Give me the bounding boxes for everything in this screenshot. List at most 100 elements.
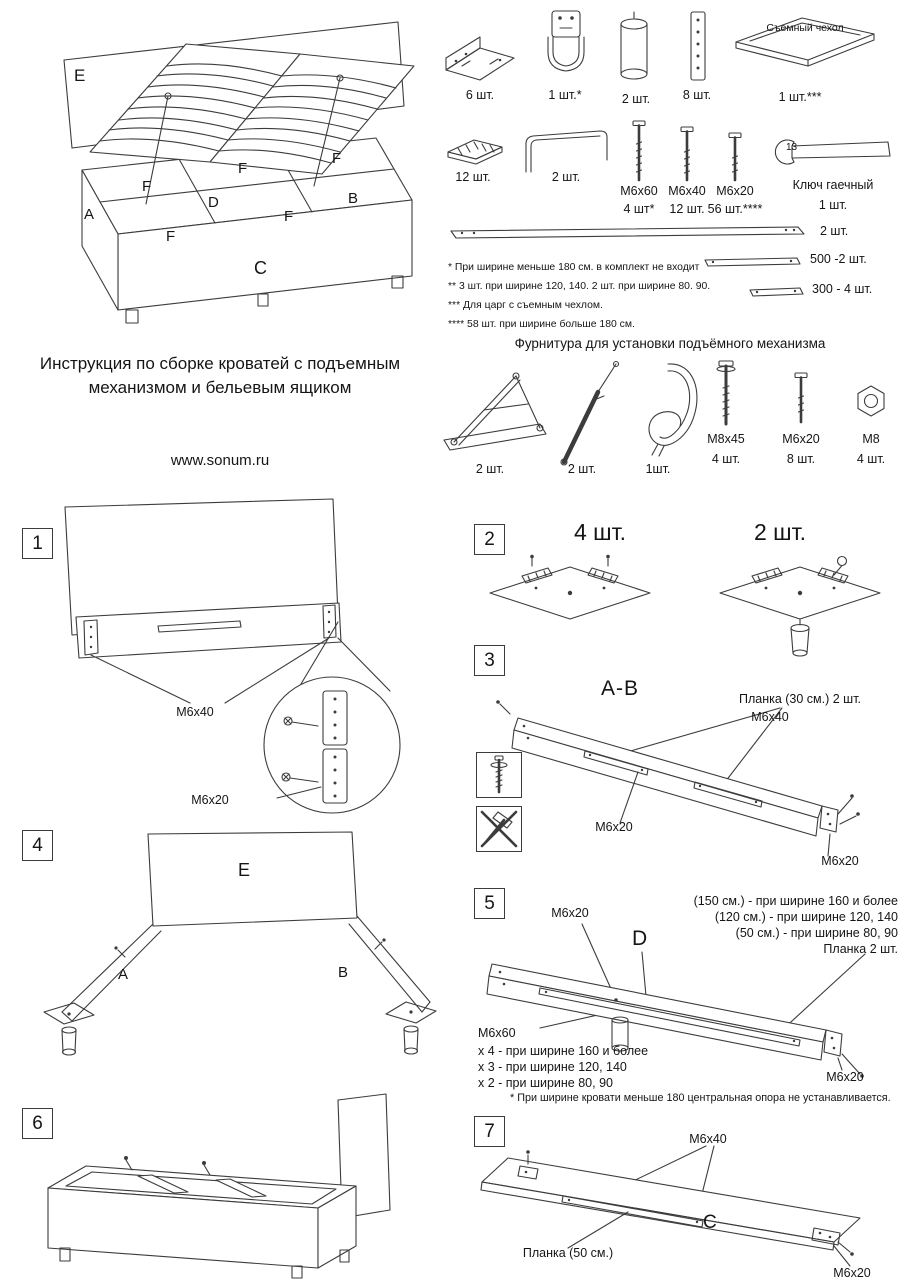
part-qty: 8 шт. xyxy=(682,88,712,102)
step-3-figure: A-B Планка (30 см.) 2 шт. М6х40 М6х20 М6… xyxy=(470,648,900,883)
step-1-figure: М6х40 М6х20 xyxy=(40,495,440,825)
bar-qty: 500 -2 шт. xyxy=(810,252,867,266)
step-6-number: 6 xyxy=(22,1108,53,1139)
left-corner-leg-shape xyxy=(43,1002,95,1056)
footnote: ** 3 шт. при ширине 120, 140. 2 шт. при … xyxy=(448,281,711,292)
step4-label-b: B xyxy=(338,964,349,981)
wrench-size-label: 13 xyxy=(786,142,798,153)
step3-bolt-plank-label: М6х40 xyxy=(751,710,789,724)
overview-label-f: F xyxy=(166,228,176,245)
left-side-rail-shape xyxy=(61,923,162,1022)
cylinder-leg-icon xyxy=(620,11,648,80)
step5-note-150: (150 см.) - при ширине 160 и более xyxy=(693,894,898,908)
corner-assembly-without-leg xyxy=(489,554,651,620)
bolt-label: М6х20 xyxy=(782,432,820,446)
no-hammer-iconbox xyxy=(476,806,522,852)
rail-end-bracket-shape xyxy=(823,1029,864,1078)
center-leg-shape xyxy=(611,1016,629,1052)
document-title: Инструкция по сборке кроватей с подъемны… xyxy=(39,354,401,397)
step-number-text: 4 xyxy=(32,834,43,856)
headboard-panel-shape xyxy=(147,831,358,927)
bar-qty: 2 шт. xyxy=(820,224,849,238)
step-7-drawing xyxy=(480,1145,861,1267)
cover-label: Съемный чехол xyxy=(766,22,844,34)
step5-bolt60-x4: х 4 - при ширине 160 и более xyxy=(478,1044,649,1058)
step-4-drawing xyxy=(43,831,437,1056)
step2-qty-right: 2 шт. xyxy=(753,519,807,545)
rail-end-bracket-shape xyxy=(819,794,860,833)
bed-overview-drawing xyxy=(63,21,415,324)
footnote: **** 58 шт. при ширине больше 180 см. xyxy=(448,319,635,330)
step5-note-plank: Планка 2 шт. xyxy=(823,942,898,956)
step3-bolt-end-label: М6х20 xyxy=(821,854,859,868)
right-side-rail-shape xyxy=(348,915,431,1013)
parts-row-1: 6 шт. 1 шт.* 2 шт. 8 шт. xyxy=(440,2,898,114)
step-2-drawing xyxy=(489,554,881,657)
corner-assembly-with-leg xyxy=(719,555,881,657)
bolt-qty: 56 шт.**** xyxy=(707,202,763,216)
step-5-drawing xyxy=(486,923,866,1078)
lift-strut-shapes xyxy=(145,74,344,205)
bottom-panel-shape xyxy=(480,1150,861,1251)
overview-label-f: F xyxy=(142,178,152,195)
hook-bracket-icon xyxy=(547,10,585,72)
box-frame-shape xyxy=(47,1165,357,1279)
step5-note-120: (120 см.) - при ширине 120, 140 xyxy=(714,910,898,924)
step7-label-c: C xyxy=(703,1212,717,1233)
overview-label-f: F xyxy=(284,208,294,225)
step-number-text: 2 xyxy=(484,528,495,550)
step-2-number: 2 xyxy=(474,524,505,555)
overview-label-c: C xyxy=(254,258,267,278)
hardware-title: Фурнитура для установки подъёмного механ… xyxy=(514,336,826,351)
hardware-row: 2 шт. 2 шт. 1шт. М8х45 4 шт. М6 xyxy=(440,354,900,486)
step-number-text: 7 xyxy=(484,1120,495,1142)
step5-note-50: (50 см.) - при ширине 80, 90 xyxy=(735,926,898,940)
overview-label-e: E xyxy=(74,66,86,85)
bars-block: 2 шт. 500 -2 шт. 300 - 4 шт. xyxy=(448,224,900,304)
step5-bolt60-label: М6х60 xyxy=(478,1026,516,1040)
bar-qty: 300 - 4 шт. xyxy=(812,282,873,296)
step3-plank-label: Планка (30 см.) 2 шт. xyxy=(738,692,862,706)
bolt-m6x20-icon xyxy=(794,372,808,424)
step-4-number: 4 xyxy=(22,830,53,861)
bolt-m6x40-icon xyxy=(680,126,694,182)
nut-qty: 4 шт. xyxy=(856,452,886,466)
step2-qty-left: 4 шт. xyxy=(573,519,627,545)
step-number-text: 6 xyxy=(32,1112,43,1134)
step-1-drawing xyxy=(64,498,401,814)
overview-label-f: F xyxy=(332,150,342,167)
parts-row-2: 12 шт. 2 шт. М6х60 4 шт* М6х40 12 шт. М6… xyxy=(440,118,898,222)
bolt-m6x60-icon xyxy=(632,120,646,182)
overview-label-b: B xyxy=(348,190,359,207)
step7-bolt-top-label: М6х40 xyxy=(689,1132,727,1146)
part-qty: 2 шт. xyxy=(551,170,581,184)
bolt-label: М6х60 xyxy=(620,184,658,198)
step-5-figure: (150 см.) - при ширине 160 и более (120 … xyxy=(470,880,900,1095)
bolt-m8x45-icon xyxy=(716,360,736,426)
confirmat-screw-icon xyxy=(490,755,508,794)
step5-footnote: * При ширине кровати меньше 180 централь… xyxy=(510,1092,891,1104)
step-7-number: 7 xyxy=(474,1116,505,1147)
cross-bar-shapes xyxy=(124,1156,267,1198)
nut-label: М8 xyxy=(862,432,880,446)
step-number-text: 5 xyxy=(484,892,495,914)
step5-bolt60-x2: х 2 - при ширине 80, 90 xyxy=(478,1076,613,1090)
overview-label-d: D xyxy=(208,194,219,211)
step5-label-d: D xyxy=(632,927,648,950)
step5-bolt-end-label: М6х20 xyxy=(826,1070,864,1084)
step-number-text: 3 xyxy=(484,649,495,671)
step-6-figure xyxy=(20,1092,450,1279)
gas-strut-icon xyxy=(560,360,620,466)
part-qty: 6 шт. xyxy=(465,88,495,102)
step5-bolt-top-label: М6х20 xyxy=(551,906,589,920)
step1-bolt-plate-label: М6х20 xyxy=(191,793,229,807)
step-5-number: 5 xyxy=(474,888,505,919)
hardware-qty: 2 шт. xyxy=(567,462,597,476)
overview-label-f: F xyxy=(238,160,248,177)
ribbed-clip-icon xyxy=(447,139,503,165)
part-qty: 12 шт. xyxy=(455,170,491,184)
step4-label-e: E xyxy=(238,860,251,880)
overview-label-a: A xyxy=(84,206,95,223)
step-4-figure: E A B xyxy=(30,822,440,1112)
